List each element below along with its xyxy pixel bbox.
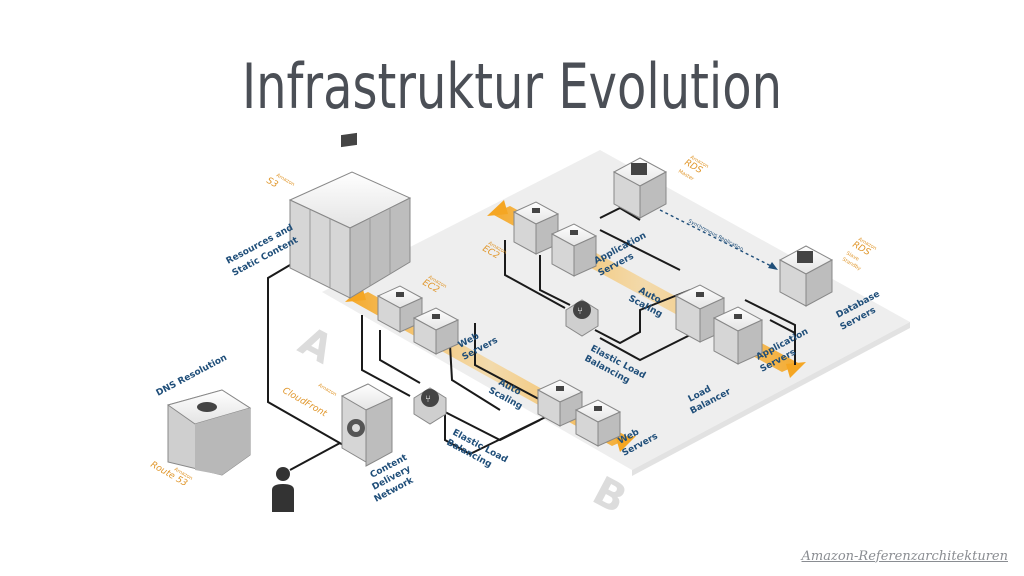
elb-node-2: ⑂ xyxy=(565,299,599,337)
svg-text:⑂: ⑂ xyxy=(425,394,431,405)
rds-master-node xyxy=(612,157,668,219)
cloudfront-node xyxy=(340,383,394,467)
label-cloudfront: CloudFront xyxy=(281,386,329,420)
svg-text:⑂: ⑂ xyxy=(577,306,583,317)
elb-node-1: ⑂ xyxy=(413,387,447,425)
zone-b-label: B xyxy=(585,468,634,523)
platform-edge xyxy=(632,322,910,476)
platform xyxy=(322,150,910,470)
label-cloudfront-small: Amazon xyxy=(317,383,338,398)
rds-slave-node xyxy=(778,245,834,307)
route53-dns-node xyxy=(166,389,252,476)
source-credit[interactable]: Amazon-Referenzarchitekturen xyxy=(801,549,1008,564)
sync-arrow-head xyxy=(768,262,778,270)
user-icon xyxy=(272,467,294,512)
ec2-app-server-b1 xyxy=(674,284,726,343)
s3-storage-node xyxy=(288,132,412,299)
rds-master-icon xyxy=(631,163,647,175)
rds-slave-icon xyxy=(797,251,813,263)
route53-icon xyxy=(197,402,217,412)
ec2-app-server-b2 xyxy=(712,306,764,365)
page-title: Infrastruktur Evolution xyxy=(242,50,782,123)
ec2-web-server-a2 xyxy=(412,307,460,355)
ec2-web-server-a1 xyxy=(376,285,424,333)
ec2-app-server-a2 xyxy=(550,223,598,277)
zone-a-label: A xyxy=(291,318,340,373)
ec2-web-server-b2 xyxy=(574,399,622,447)
s3-bucket-icon xyxy=(341,132,357,148)
